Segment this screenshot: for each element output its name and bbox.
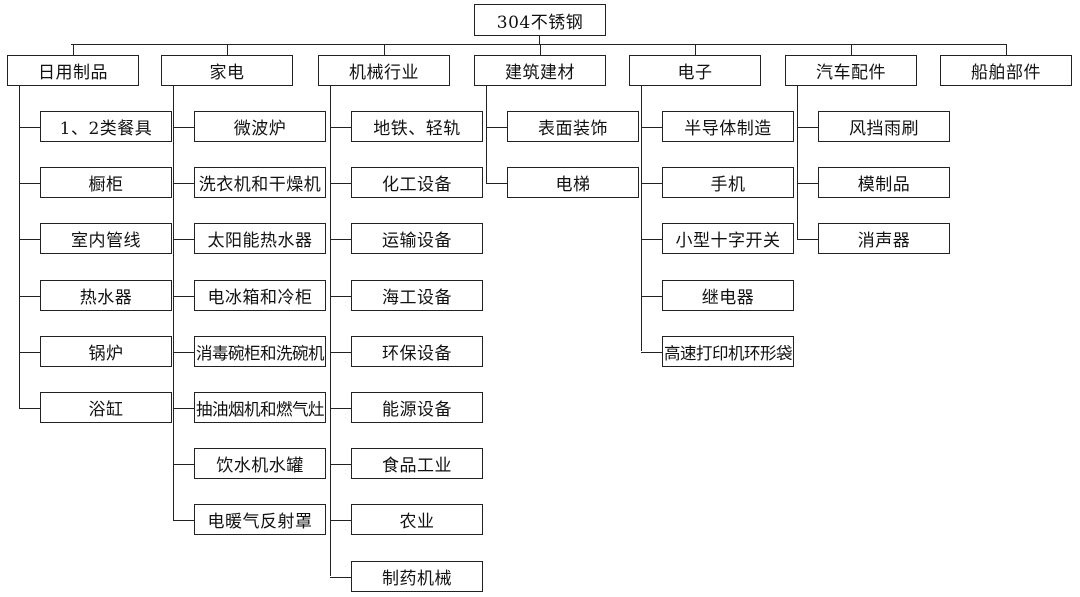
leaf-node: 高速打印机环形袋 xyxy=(662,336,794,367)
leaf-node: 电暖气反射罩 xyxy=(194,504,326,535)
category-drop-line xyxy=(1006,44,1007,55)
branch-line xyxy=(19,239,40,240)
category-spine xyxy=(797,86,798,239)
category-spine xyxy=(330,86,331,577)
root-node: 304不锈钢 xyxy=(474,4,606,36)
branch-line xyxy=(330,239,351,240)
leaf-node: 继电器 xyxy=(662,280,794,311)
leaf-node: 运输设备 xyxy=(351,223,483,254)
leaf-node: 消毒碗柜和洗碗机 xyxy=(194,336,326,367)
leaf-node: 环保设备 xyxy=(351,336,483,367)
branch-line xyxy=(173,127,194,128)
branch-line xyxy=(797,127,818,128)
category-spine xyxy=(19,86,20,408)
branch-line xyxy=(173,239,194,240)
branch-line xyxy=(19,352,40,353)
branch-line xyxy=(19,183,40,184)
leaf-node: 农业 xyxy=(351,504,483,535)
leaf-node: 模制品 xyxy=(818,167,950,198)
category-drop-line xyxy=(73,44,74,55)
category-drop-line xyxy=(227,44,228,55)
leaf-node: 小型十字开关 xyxy=(662,223,794,254)
category-drop-line xyxy=(695,44,696,55)
leaf-node: 太阳能热水器 xyxy=(194,223,326,254)
leaf-node: 食品工业 xyxy=(351,448,483,479)
branch-line xyxy=(173,464,194,465)
root-connector xyxy=(539,36,540,45)
branch-line xyxy=(173,183,194,184)
category-node: 家电 xyxy=(161,55,293,86)
leaf-node: 饮水机水罐 xyxy=(194,448,326,479)
leaf-node: 风挡雨刷 xyxy=(818,111,950,142)
category-node: 汽车配件 xyxy=(785,55,917,86)
leaf-node: 电冰箱和冷柜 xyxy=(194,280,326,311)
branch-line xyxy=(641,127,662,128)
category-bus xyxy=(71,44,1006,45)
leaf-node: 海工设备 xyxy=(351,280,483,311)
category-node: 日用制品 xyxy=(7,55,139,86)
branch-line xyxy=(797,239,818,240)
branch-line xyxy=(797,183,818,184)
category-drop-line xyxy=(540,44,541,55)
leaf-node: 浴缸 xyxy=(40,392,172,423)
leaf-node: 室内管线 xyxy=(40,223,172,254)
leaf-node: 消声器 xyxy=(818,223,950,254)
branch-line xyxy=(330,408,351,409)
category-node: 机械行业 xyxy=(318,55,450,86)
branch-line xyxy=(486,183,507,184)
category-node: 船舶部件 xyxy=(940,55,1072,86)
branch-line xyxy=(330,352,351,353)
branch-line xyxy=(330,577,351,578)
branch-line xyxy=(641,183,662,184)
category-spine xyxy=(486,86,487,183)
category-node: 建筑建材 xyxy=(474,55,606,86)
leaf-node: 电梯 xyxy=(507,167,639,198)
leaf-node: 能源设备 xyxy=(351,392,483,423)
branch-line xyxy=(330,464,351,465)
leaf-node: 表面装饰 xyxy=(507,111,639,142)
branch-line xyxy=(19,127,40,128)
branch-line xyxy=(330,520,351,521)
branch-line xyxy=(173,296,194,297)
branch-line xyxy=(330,127,351,128)
category-spine xyxy=(641,86,642,352)
category-drop-line xyxy=(851,44,852,55)
branch-line xyxy=(641,239,662,240)
leaf-node: 半导体制造 xyxy=(662,111,794,142)
branch-line xyxy=(19,296,40,297)
branch-line xyxy=(641,296,662,297)
branch-line xyxy=(330,183,351,184)
branch-line xyxy=(173,520,194,521)
leaf-node: 化工设备 xyxy=(351,167,483,198)
branch-line xyxy=(173,352,194,353)
branch-line xyxy=(19,408,40,409)
leaf-node: 抽油烟机和燃气灶 xyxy=(194,392,326,423)
leaf-node: 手机 xyxy=(662,167,794,198)
category-drop-line xyxy=(384,44,385,55)
leaf-node: 锅炉 xyxy=(40,336,172,367)
branch-line xyxy=(641,352,662,353)
branch-line xyxy=(173,408,194,409)
leaf-node: 热水器 xyxy=(40,280,172,311)
leaf-node: 微波炉 xyxy=(194,111,326,142)
leaf-node: 洗衣机和干燥机 xyxy=(194,167,326,198)
leaf-node: 橱柜 xyxy=(40,167,172,198)
leaf-node: 1、2类餐具 xyxy=(40,111,172,142)
leaf-node: 制药机械 xyxy=(351,561,483,592)
branch-line xyxy=(486,127,507,128)
category-spine xyxy=(173,86,174,520)
branch-line xyxy=(330,296,351,297)
category-node: 电子 xyxy=(629,55,761,86)
leaf-node: 地铁、轻轨 xyxy=(351,111,483,142)
